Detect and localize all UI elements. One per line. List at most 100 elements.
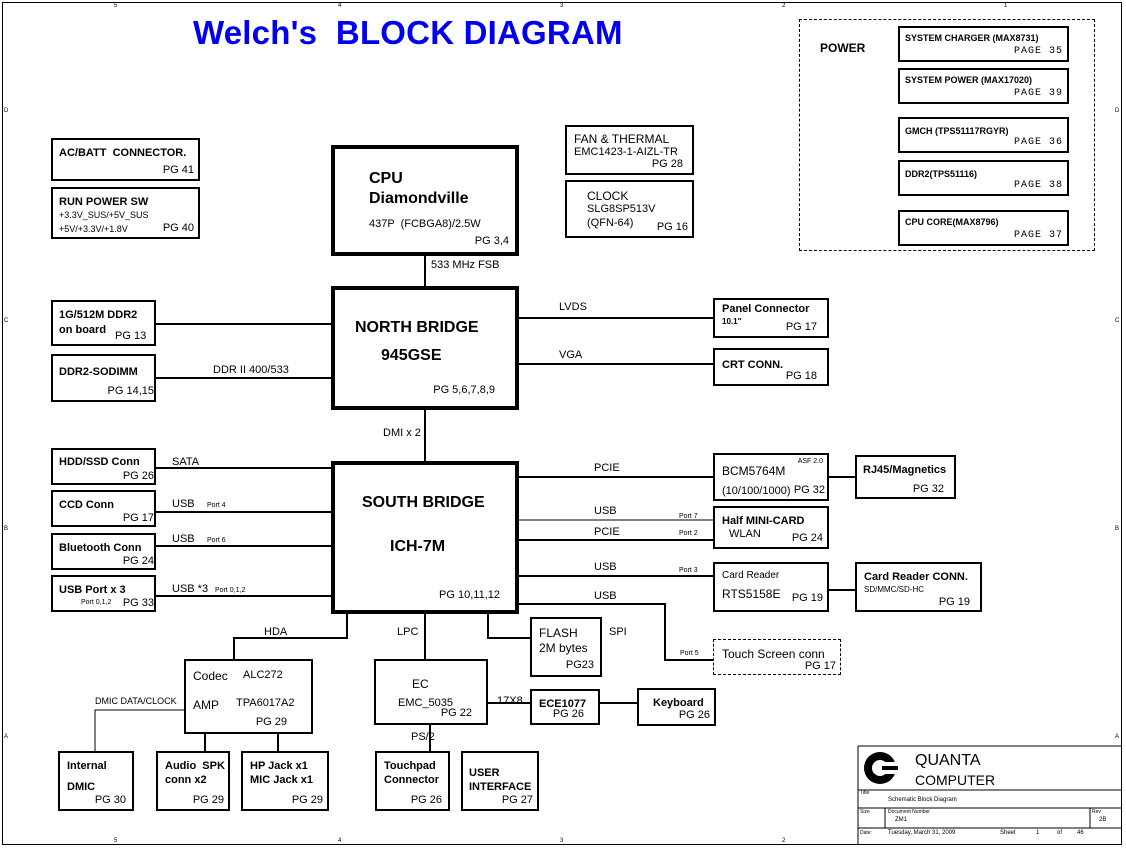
date-label: Date: — [860, 830, 872, 836]
usb-touch-label: USB — [594, 590, 617, 602]
cpu-block: CPU Diamondville 437P (FCBGA8)/2.5W PG 3… — [331, 145, 519, 256]
col-label-bottom-5: 5 — [114, 838, 118, 844]
clock-block: CLOCK SLG8SP513V (QFN-64) PG 16 — [565, 180, 694, 238]
fsb-label: 533 MHz FSB — [431, 259, 500, 271]
kbd-bus-label: 17X8 — [497, 695, 523, 707]
row-label-left-a: A — [4, 734, 9, 740]
row-label-right-b: B — [1115, 526, 1120, 532]
ac-batt-block: AC/BATT CONNECTOR. PG 41 — [51, 138, 200, 181]
col-label-top-3: 3 — [560, 3, 564, 9]
usb-touch-line — [518, 603, 713, 661]
sheet-label: Sheet — [1000, 830, 1016, 836]
usb-mini-label: USB — [594, 505, 617, 517]
panel-connector-block: Panel Connector 10.1" PG 17 — [713, 298, 829, 338]
lpc-label: LPC — [397, 626, 419, 638]
row-label-left-b: B — [4, 526, 9, 532]
row-label-left-d: D — [4, 108, 9, 114]
col-label-top-5: 5 — [114, 3, 118, 9]
sata-label: SATA — [172, 456, 200, 468]
dmic-line — [94, 709, 184, 752]
codec-block: Codec ALC272 AMP TPA6017A2 PG 29 — [184, 659, 313, 734]
ddr-label: DDR II 400/533 — [213, 364, 289, 376]
usb-ccd-label: USB — [172, 498, 195, 510]
title-value: Schematic Block Diagram — [888, 797, 957, 803]
usb-bt-port-label: Port 6 — [207, 537, 226, 544]
title-label: Title — [860, 790, 870, 796]
hp-jack-block: HP Jack x1 MIC Jack x1 PG 29 — [241, 751, 329, 811]
pcie-mini-label: PCIE — [594, 526, 620, 538]
usb-ports-label: USB *3 — [172, 583, 209, 595]
of-label: of — [1057, 830, 1063, 836]
minicard-block: Half MINI-CARD WLAN PG 24 — [713, 506, 829, 549]
col-label-top-2: 2 — [782, 3, 786, 9]
company-name-1: QUANTA — [915, 752, 981, 769]
sheet-value: 1 — [1036, 830, 1040, 836]
touchscreen-block: Touch Screen conn PG 17 — [713, 639, 841, 675]
usb-port-block: USB Port x 3 Port 0,1,2 PG 33 — [51, 575, 156, 612]
vga-label: VGA — [559, 349, 583, 361]
usb-bt-label: USB — [172, 533, 195, 545]
power-label: POWER — [820, 41, 866, 55]
size-label: Size — [860, 809, 870, 815]
spi-line — [487, 612, 530, 639]
ec-block: EC EMC_5035 PG 22 — [374, 659, 488, 725]
ece1077-block: ECE1077 PG 26 — [530, 689, 600, 725]
pcie-mini-port-label: Port 2 — [679, 530, 698, 537]
usb-card-label: USB — [594, 561, 617, 573]
power-item-system: SYSTEM POWER (MAX17020) PAGE 39 — [898, 68, 1069, 104]
rev-label: Rev — [1092, 809, 1101, 815]
usb-touch-port-label: Port 5 — [680, 650, 699, 657]
keyboard-block: Keyboard PG 26 — [637, 688, 716, 726]
usb-mini-port-label: Port 7 — [679, 513, 698, 520]
diagram-title: Welch's BLOCK DIAGRAM — [193, 14, 623, 51]
sheet-total: 46 — [1077, 830, 1084, 836]
row-label-left-c: C — [4, 318, 9, 324]
user-interface-block: USER INTERFACE PG 27 — [461, 751, 539, 811]
hda-line — [233, 612, 348, 660]
fan-thermal-block: FAN & THERMAL EMC1423-1-AIZL-TR PG 28 — [565, 125, 694, 175]
north-bridge-block: NORTH BRIDGE 945GSE PG 5,6,7,8,9 — [331, 286, 519, 410]
cardreader-block: Card Reader RTS5158E PG 19 — [713, 562, 829, 612]
col-label-bottom-3: 3 — [560, 838, 564, 844]
ddr2-sodimm-block: DDR2-SODIMM PG 14,15 — [51, 354, 156, 402]
col-label-bottom-4: 4 — [338, 838, 342, 844]
docnum-value: ZM1 — [895, 817, 907, 823]
power-item-ddr2: DDR2(TPS51116) PAGE 38 — [898, 160, 1069, 196]
rj45-block: RJ45/Magnetics PG 32 — [855, 455, 956, 499]
power-item-charger: SYSTEM CHARGER (MAX8731) PAGE 35 — [898, 26, 1069, 62]
rev-value: 2B — [1099, 817, 1107, 823]
flash-block: FLASH 2M bytes PG23 — [530, 617, 602, 677]
company-name-2: COMPUTER — [915, 772, 996, 788]
crt-block: CRT CONN. PG 18 — [713, 348, 829, 386]
ps2-label: PS/2 — [411, 731, 435, 743]
spi-label: SPI — [609, 626, 627, 638]
dmi-label: DMI x 2 — [383, 427, 421, 439]
usb-ccd-port-label: Port 4 — [207, 502, 226, 509]
col-label-top-4: 4 — [338, 3, 342, 9]
usb-ports-port-label: Port 0,1,2 — [215, 587, 246, 594]
docnum-label: Document Number — [888, 809, 930, 815]
col-label-top-1: 1 — [1004, 3, 1008, 9]
power-item-cpucore: CPU CORE(MAX8796) PAGE 37 — [898, 210, 1069, 246]
hda-label: HDA — [264, 626, 288, 638]
touchpad-block: Touchpad Connector PG 26 — [375, 751, 450, 811]
bcm-lan-block: BCM5764M ASF 2.0 (10/100/1000) PG 32 — [713, 453, 829, 501]
row-label-right-d: D — [1115, 108, 1120, 114]
run-power-block: RUN POWER SW +3.3V_SUS/+5V_SUS +5V/+3.3V… — [51, 187, 200, 239]
dmic-block: Internal DMIC PG 30 — [58, 751, 134, 811]
date-value: Tuesday, March 31, 2009 — [888, 830, 956, 836]
ddr2-onboard-block: 1G/512M DDR2 on board PG 13 — [51, 300, 156, 346]
col-label-bottom-2: 2 — [782, 838, 786, 844]
audio-spk-block: Audio SPK conn x2 PG 29 — [156, 751, 230, 811]
power-item-gmch: GMCH (TPS51117RGYR) PAGE 36 — [898, 117, 1069, 153]
ccd-block: CCD Conn PG 17 — [51, 490, 156, 527]
quanta-logo — [864, 752, 898, 784]
hdd-block: HDD/SSD Conn PG 26 — [51, 448, 156, 485]
south-bridge-block: SOUTH BRIDGE ICH-7M PG 10,11,12 — [331, 461, 519, 614]
row-label-right-c: C — [1115, 318, 1120, 324]
bluetooth-block: Bluetooth Conn PG 24 — [51, 533, 156, 570]
lvds-label: LVDS — [559, 301, 587, 313]
